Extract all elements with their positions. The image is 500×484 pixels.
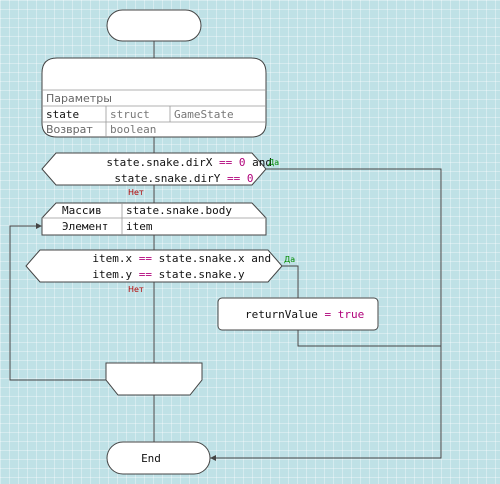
param-name: state (46, 108, 79, 121)
assign-return-value[interactable]: returnValue = true (199, 297, 398, 331)
end-label: End (141, 452, 161, 465)
return-type: boolean (110, 123, 156, 136)
condition2-line2: item.y == state.snake.y (46, 268, 278, 281)
loop-array-label: Массив (62, 204, 102, 217)
arrowhead-loop (36, 223, 42, 229)
assign-text: returnValue = true (199, 308, 398, 321)
condition2-no-label: Нет (128, 285, 144, 294)
condition2-yes-label: Да (284, 255, 295, 264)
condition1-no-label: Нет (128, 188, 144, 197)
function-block[interactable]: Параметры state struct GameState Возврат… (41, 57, 267, 138)
arrowhead-end (210, 455, 216, 461)
condition1-line2: state.snake.dirY == 0 (68, 172, 287, 185)
param-kind: struct (110, 108, 150, 121)
condition-item-collision[interactable]: item.x == state.snake.x and item.y == st… (25, 249, 304, 283)
params-header: Параметры (46, 92, 112, 105)
loop-element-label: Элемент (62, 220, 108, 233)
loop-header[interactable]: Массив state.snake.body Элемент item (41, 202, 267, 236)
return-label: Возврат (46, 123, 93, 136)
loop-element-value: item (126, 220, 153, 233)
condition-dirx-diry[interactable]: state.snake.dirX == 0 and state.snake.di… (41, 152, 305, 186)
end-terminator[interactable]: End (106, 441, 211, 475)
condition1-yes-label: Да (268, 158, 279, 167)
condition1-line1: state.snake.dirX == 0 and (60, 156, 305, 169)
param-type: GameState (174, 108, 234, 121)
start-terminator[interactable] (106, 9, 202, 42)
condition2-line1: item.x == state.snake.x and (46, 252, 304, 265)
loop-array-value: state.snake.body (126, 204, 232, 217)
loop-end[interactable] (105, 362, 203, 396)
connectors (9, 41, 442, 459)
